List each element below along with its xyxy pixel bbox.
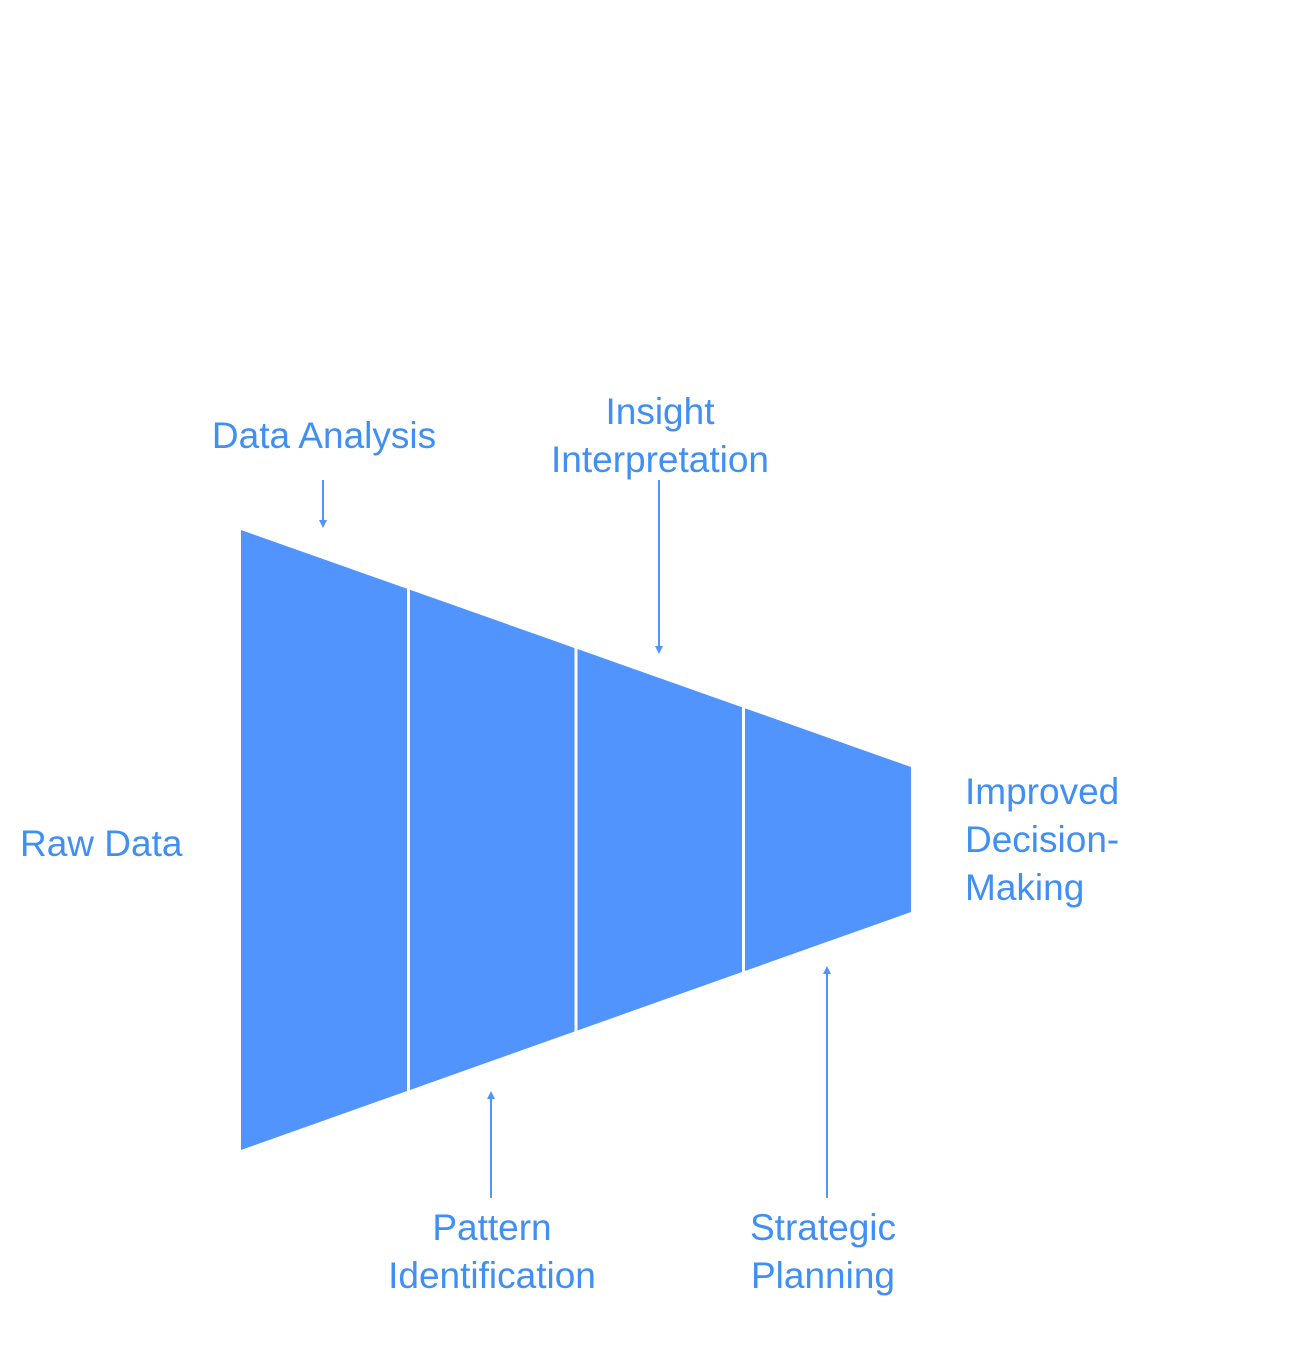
raw-data-label: Raw Data xyxy=(20,823,183,864)
stage-label-line: Pattern xyxy=(432,1207,552,1248)
stage-label-line: Data Analysis xyxy=(211,415,437,456)
output-label-improved-decision-making: Improved Decision- Making xyxy=(965,768,1119,912)
stage-label-line: Insight xyxy=(605,391,715,432)
output-label-line: Improved xyxy=(965,771,1120,812)
stage-label-strategic-planning: Strategic Planning xyxy=(750,1204,896,1300)
funnel-segment xyxy=(241,530,407,1150)
stage-label-insight-interpretation: Insight Interpretation xyxy=(551,388,769,484)
output-label-line: Decision- xyxy=(965,819,1120,860)
stage-label-line: Identification xyxy=(388,1255,596,1296)
stage-label-line: Planning xyxy=(750,1255,896,1296)
funnel-segment xyxy=(745,708,911,971)
stage-label-data-analysis: Data Analysis xyxy=(212,412,436,460)
stage-label-line: Interpretation xyxy=(550,439,770,480)
stage-label-line: Strategic xyxy=(749,1207,897,1248)
funnel-segment xyxy=(410,589,575,1090)
stage-label-pattern-identification: Pattern Identification xyxy=(388,1204,596,1300)
funnel-segment xyxy=(577,649,742,1031)
output-label-line: Making xyxy=(965,867,1085,908)
